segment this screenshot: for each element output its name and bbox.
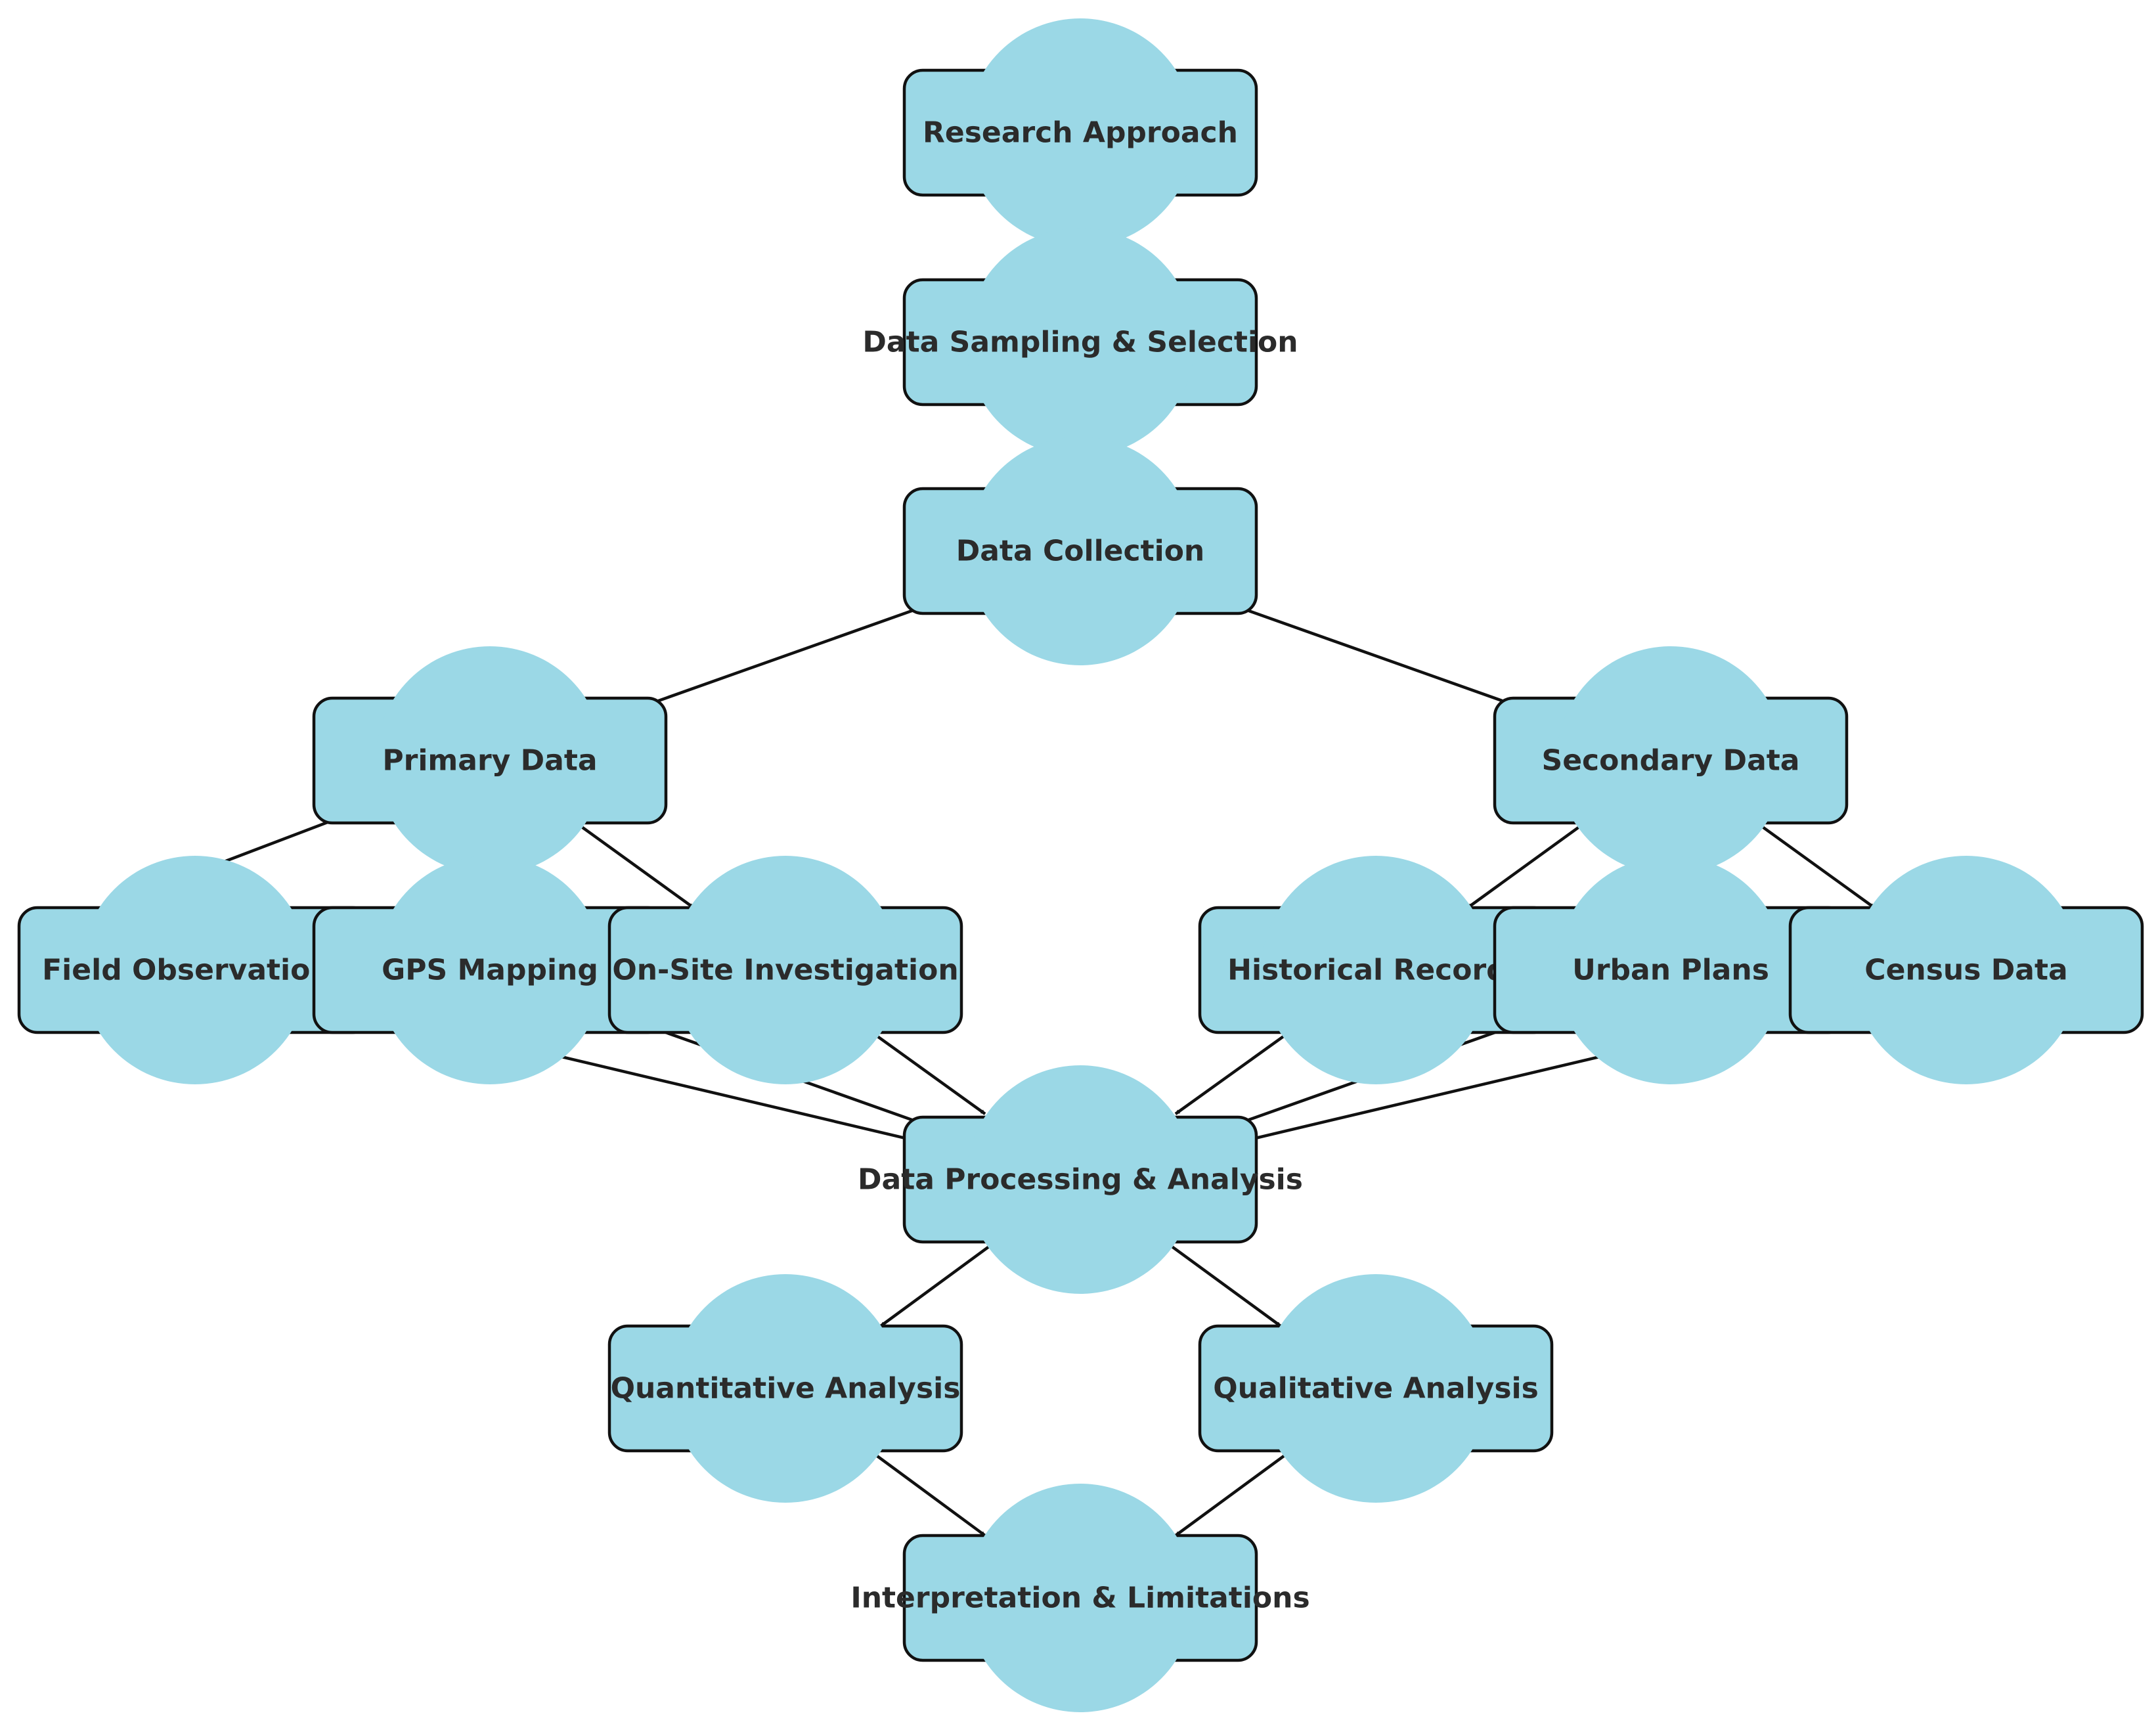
node-research: Research Approach [902,18,1258,247]
node-primary: Primary Data [312,646,668,875]
node-gps: GPS Mapping [312,856,668,1084]
node-urban: Urban Plans [1493,856,1849,1084]
node-circle [1556,646,1785,875]
node-label: GPS Mapping [382,954,598,987]
node-circle [966,228,1195,456]
node-label: Secondary Data [1542,744,1800,778]
node-circle [1556,856,1785,1084]
node-label: Primary Data [382,744,597,778]
node-onsite: On-Site Investigation [607,856,963,1084]
node-circle [376,856,604,1084]
node-circle [1262,1274,1490,1503]
node-label: Quantitative Analysis [611,1372,961,1405]
node-label: Data Sampling & Selection [862,326,1298,359]
node-collection: Data Collection [902,437,1258,665]
node-circle [376,646,604,875]
node-circle [671,1274,900,1503]
node-quantitative: Quantitative Analysis [607,1274,963,1503]
node-circle [966,18,1195,247]
node-circle [966,437,1195,665]
node-field: Field Observations [17,856,373,1084]
node-label: Data Collection [956,535,1205,568]
node-label: Field Observations [42,954,348,987]
node-interpretation: Interpretation & Limitations [850,1484,1310,1712]
node-label: Interpretation & Limitations [850,1582,1309,1615]
node-label: Historical Records [1227,954,1524,987]
node-label: Qualitative Analysis [1213,1372,1539,1405]
node-circle [671,856,900,1084]
node-label: Research Approach [923,116,1238,150]
node-qualitative: Qualitative Analysis [1198,1274,1554,1503]
node-label: Data Processing & Analysis [858,1163,1303,1197]
node-secondary: Secondary Data [1493,646,1849,875]
node-label: On-Site Investigation [612,954,958,987]
node-processing: Data Processing & Analysis [858,1065,1303,1294]
node-label: Census Data [1864,954,2067,987]
node-label: Urban Plans [1572,954,1769,987]
node-circle [1262,856,1490,1084]
node-census: Census Data [1788,856,2144,1084]
node-circle [966,1484,1195,1712]
node-circle [966,1065,1195,1294]
node-historical: Historical Records [1198,856,1554,1084]
node-circle [81,856,309,1084]
node-circle [1852,856,2080,1084]
node-sampling: Data Sampling & Selection [862,228,1298,456]
